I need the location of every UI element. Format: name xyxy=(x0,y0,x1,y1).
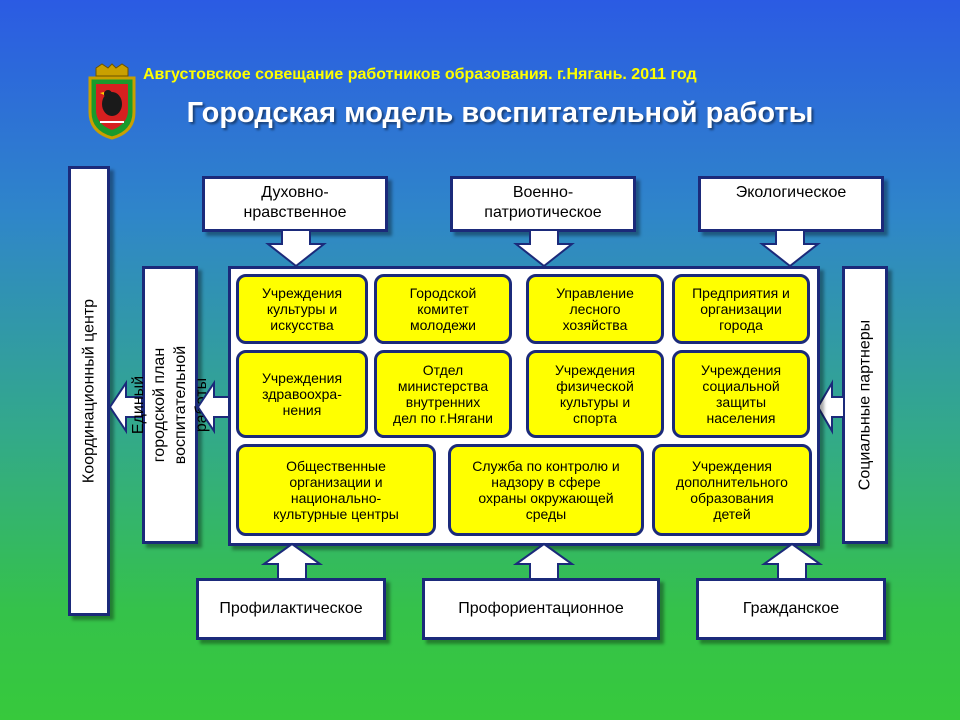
arrow-up-icon xyxy=(260,542,324,583)
institution-sports: Учреждения физической культуры и спорта xyxy=(526,350,664,438)
arrow-up-icon xyxy=(760,542,824,583)
arrow-down-icon xyxy=(513,229,575,268)
direction-spiritual-moral: Духовно- нравственное xyxy=(202,176,388,232)
direction-career-guidance: Профориентационное xyxy=(422,578,660,640)
unified-city-plan: Единый городской план воспитательной раб… xyxy=(130,266,210,544)
institution-youth-committee: Городской комитет молодежи xyxy=(374,274,512,344)
arrow-left-icon xyxy=(108,379,143,435)
direction-preventive: Профилактическое xyxy=(196,578,386,640)
institution-additional-education: Учреждения дополнительного образования д… xyxy=(652,444,812,536)
institution-public-organizations: Общественные организации и национально- … xyxy=(236,444,436,536)
coordination-center: Координационный центр xyxy=(68,166,110,616)
arrow-down-icon xyxy=(265,229,327,268)
institution-internal-affairs: Отдел министерства внутренних дел по г.Н… xyxy=(374,350,512,438)
arrow-down-icon xyxy=(759,229,821,268)
institution-city-enterprises: Предприятия и организации города xyxy=(672,274,810,344)
coordination-center-label: Координационный центр xyxy=(80,298,98,484)
arrow-up-icon xyxy=(512,542,576,583)
institution-environmental-oversight: Служба по контролю и надзору в сфере охр… xyxy=(448,444,644,536)
institution-culture-arts: Учреждения культуры и искусства xyxy=(236,274,368,344)
conference-title: Августовское совещание работников образо… xyxy=(143,66,697,83)
city-coat-of-arms-icon xyxy=(86,62,138,140)
direction-military-patriotic: Военно- патриотическое xyxy=(450,176,636,232)
institution-social-protection: Учреждения социальной защиты населения xyxy=(672,350,810,438)
social-partners: Социальные партнеры xyxy=(842,266,888,544)
direction-civic: Гражданское xyxy=(696,578,886,640)
arrow-left-icon xyxy=(196,379,231,435)
social-partners-label: Социальные партнеры xyxy=(856,319,874,491)
institution-forestry-management: Управление лесного хозяйства xyxy=(526,274,664,344)
direction-ecological: Экологическое xyxy=(698,176,884,232)
arrow-left-icon xyxy=(816,379,845,435)
page-title: Городская модель воспитательной работы xyxy=(186,97,814,129)
institution-healthcare: Учреждения здравоохра- нения xyxy=(236,350,368,438)
